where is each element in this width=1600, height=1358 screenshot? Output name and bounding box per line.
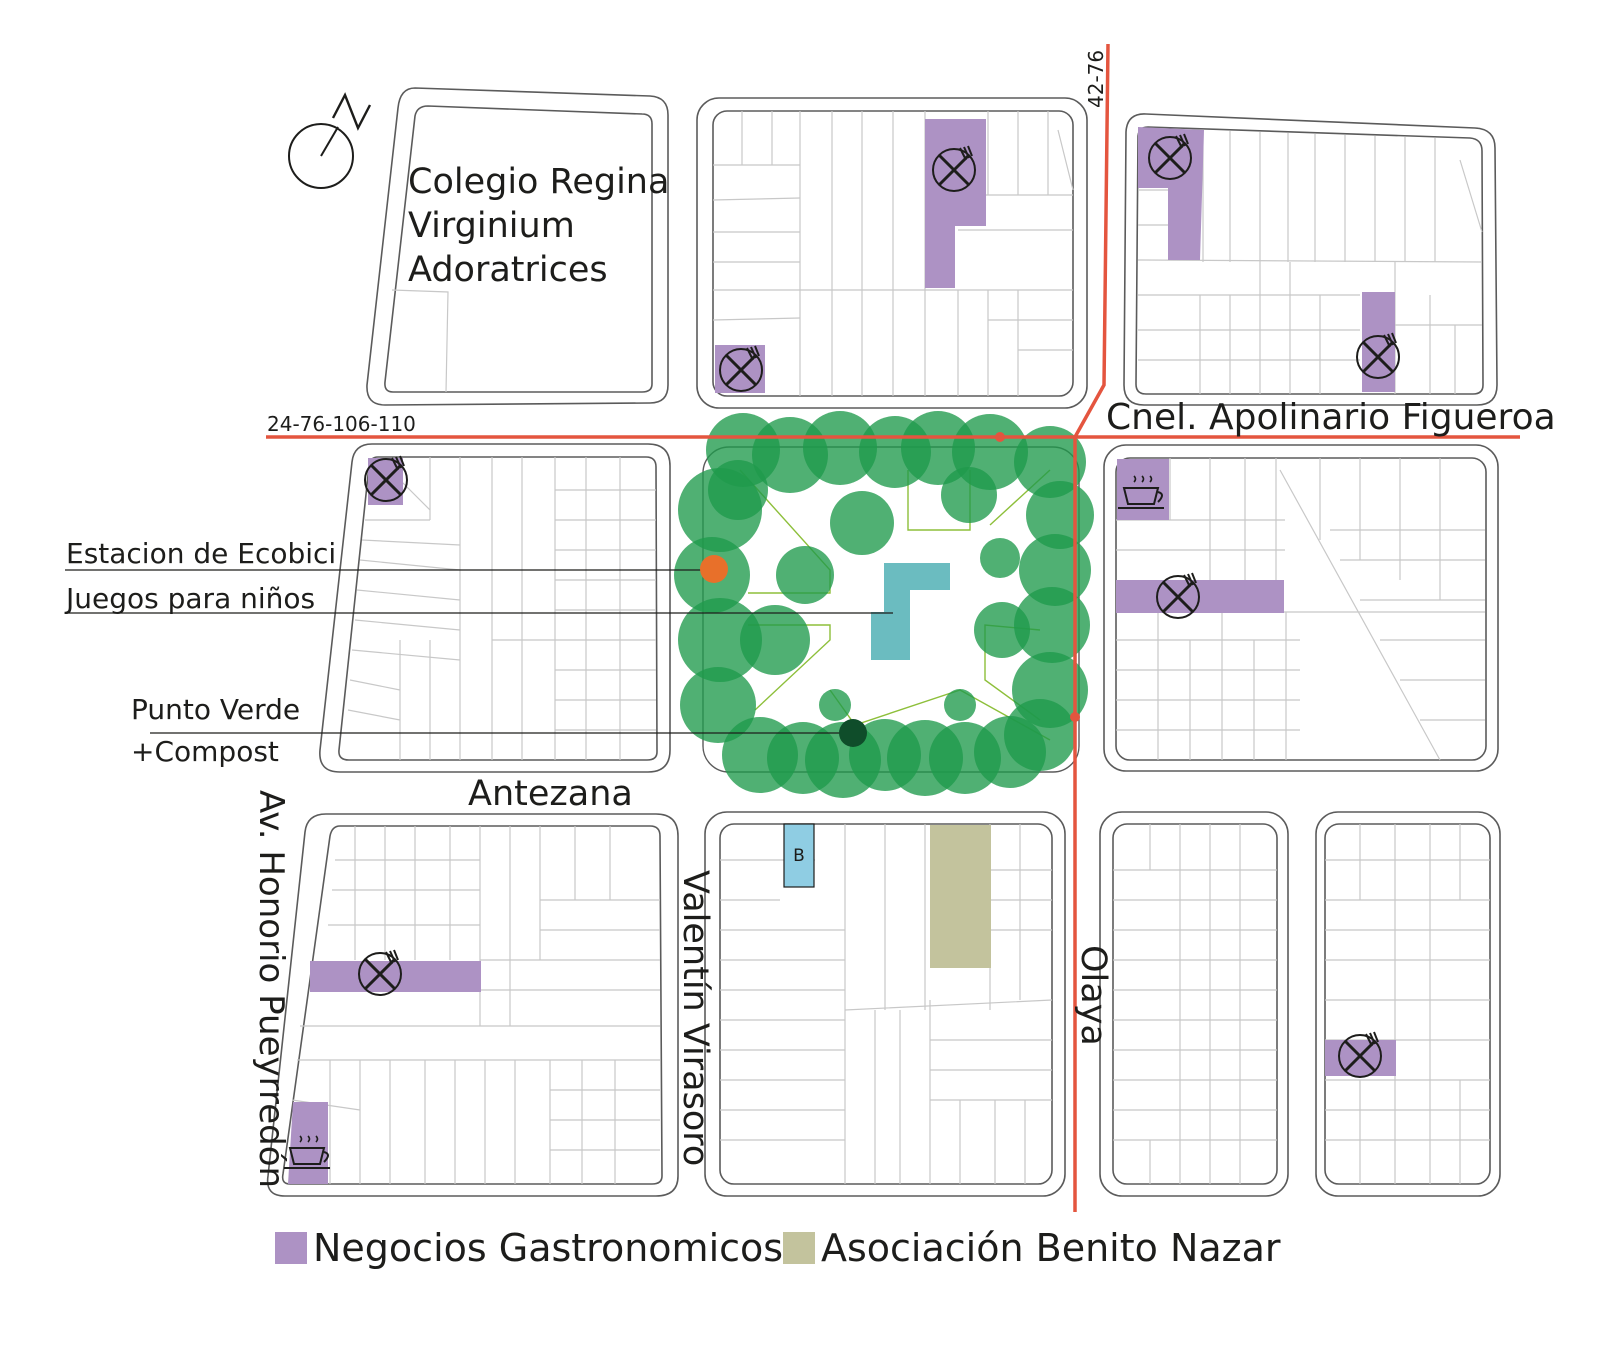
compass-icon	[288, 92, 372, 189]
legend-label-benito-nazar: Asociación Benito Nazar	[821, 1226, 1281, 1270]
bus-lines-vertical-label: 42-76	[1084, 49, 1108, 108]
bus-lines-horizontal-label: 24-76-106-110	[267, 412, 416, 436]
block-s2-inner	[719, 823, 1053, 1185]
punto-verde-marker	[839, 719, 867, 747]
bus-stop-north	[995, 432, 1005, 442]
legend-item-benito-nazar: Asociación Benito Nazar	[783, 1226, 1281, 1270]
playground-structure	[871, 563, 950, 660]
street-cnel-figueroa: Cnel. Apolinario Figueroa	[1106, 397, 1556, 438]
block-s1-inner	[281, 825, 663, 1185]
gastro-lot-e-mid	[1116, 580, 1284, 613]
gastro-lot-s1-corner	[288, 1102, 328, 1184]
ecobici-station-marker	[700, 555, 728, 583]
block-school-inner	[384, 105, 653, 393]
street-virasoro: Valentín Virasoro	[675, 870, 715, 1167]
street-olaya: Olaya	[1073, 945, 1113, 1046]
bus-routes	[266, 43, 1520, 1212]
legend-label-gastronomic: Negocios Gastronomicos	[313, 1226, 784, 1270]
legend-item-gastronomic: Negocios Gastronomicos	[275, 1226, 783, 1270]
poi-label-punto-verde: Punto Verde	[131, 693, 301, 726]
bus-stop-east	[1070, 712, 1080, 722]
leader-lines	[65, 569, 893, 734]
plaza-park	[674, 411, 1094, 798]
bike-rack-box: B	[783, 823, 815, 888]
legend-swatch-benito-nazar	[783, 1232, 815, 1264]
benito-nazar-lot	[930, 825, 991, 968]
gastro-lot-n3-corner	[1138, 127, 1204, 260]
legend-swatch-gastronomic	[275, 1232, 307, 1264]
gastro-lot-e-corner	[1117, 459, 1169, 520]
bike-box-letter: B	[793, 846, 805, 866]
gastro-lot-n2-main	[925, 119, 986, 288]
poi-label-ecobici: Estacion de Ecobici	[66, 537, 337, 570]
bus-route-vertical	[1073, 43, 1110, 1212]
street-antezana: Antezana	[468, 774, 633, 814]
block-s3-inner	[1112, 823, 1278, 1185]
poi-label-compost: +Compost	[131, 735, 279, 768]
poi-label-juegos: Juegos para niños	[66, 582, 316, 615]
block-s4-inner	[1324, 823, 1491, 1185]
street-pueyrredon: Av. Honorio Pueyrredón	[251, 790, 291, 1189]
school-name: Colegio Regina Virginium Adoratrices	[408, 162, 670, 290]
